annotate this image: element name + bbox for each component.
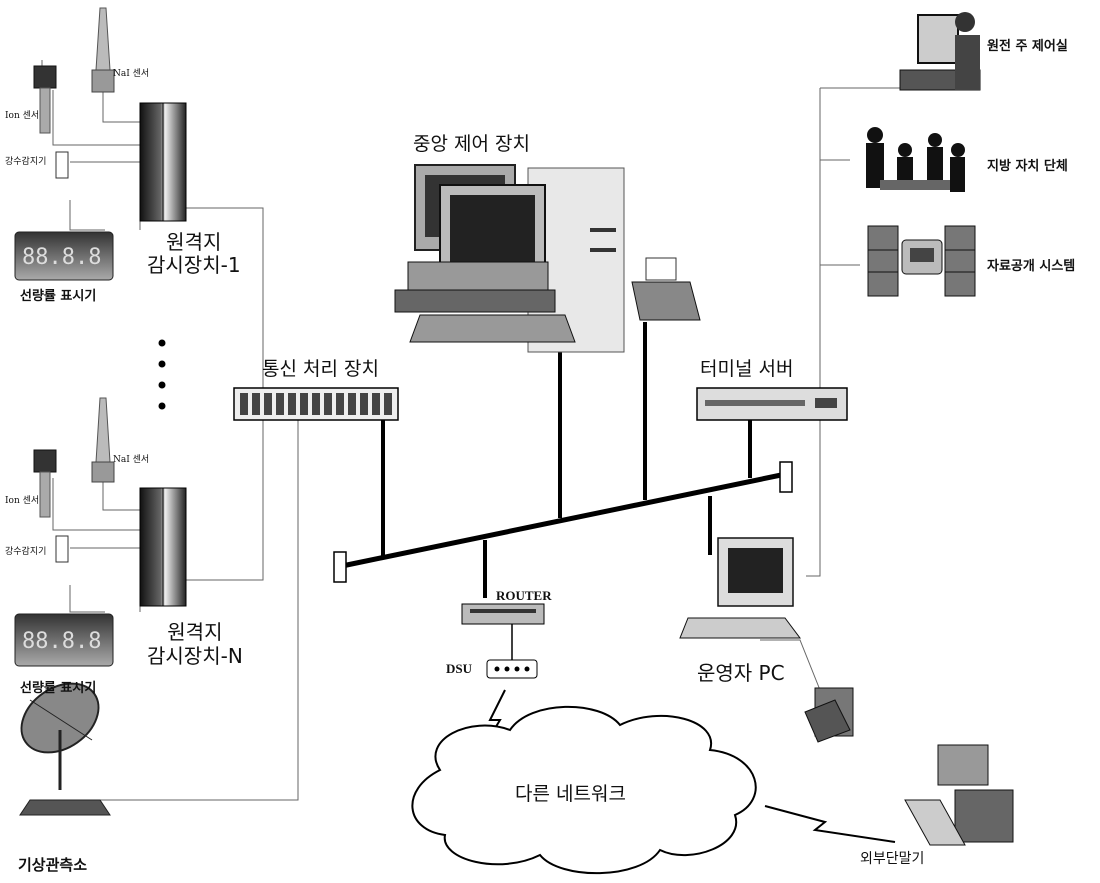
svg-text:88.8.8: 88.8.8	[22, 629, 101, 654]
dose-display-label-1: 선량률 표시기	[20, 290, 96, 303]
local-government-label: 지방 자치 단체	[987, 160, 1068, 173]
external-terminal-label: 외부단말기	[860, 852, 924, 866]
terminal-server-graphic	[697, 388, 847, 420]
data-disclosure-graphic	[868, 226, 975, 296]
router-label: ROUTER	[496, 589, 552, 602]
other-network-label: 다른 네트워크	[515, 785, 626, 804]
svg-text:88.8.8: 88.8.8	[22, 245, 101, 270]
plant-control-room-graphic	[900, 12, 980, 90]
link-right-bus	[806, 88, 820, 576]
ion-sensor-label-1: Ion 센서	[5, 112, 39, 121]
local-government-graphic	[855, 125, 973, 203]
ellipsis-dots	[159, 340, 166, 410]
remote-n-line2: 감시장치-N	[147, 644, 243, 668]
central-control-label: 중앙 제어 장치	[413, 135, 530, 154]
remote-1-line1: 원격지	[147, 231, 241, 254]
dose-display-label-n: 선량률 표시기	[20, 682, 96, 695]
remote-station-1-label: 원격지 감시장치-1	[147, 231, 241, 277]
terminal-server-label: 터미널 서버	[700, 360, 793, 379]
comm-processor-label: 통신 처리 장치	[262, 360, 379, 379]
rain-sensor-label-1: 강수감지기	[5, 158, 46, 167]
left-terminator	[334, 552, 346, 582]
remote-n-line1: 원격지	[147, 620, 243, 644]
plant-control-room-label: 원전 주 제어실	[987, 40, 1068, 53]
external-terminal-graphic	[905, 745, 1013, 845]
rain-sensor-label-n: 강수감지기	[5, 548, 46, 557]
link-weather-comm	[95, 420, 298, 800]
dsu-label: DSU	[446, 662, 472, 675]
ion-sensor-label-n: Ion 센서	[5, 497, 39, 506]
nai-sensor-label-n: NaI 센서	[113, 456, 149, 465]
weather-station-label: 기상관측소	[18, 858, 87, 873]
nai-sensor-label-1: NaI 센서	[113, 70, 149, 79]
remote-1-line2: 감시장치-1	[147, 254, 241, 277]
comm-processor-graphic	[234, 388, 398, 420]
central-control-graphic	[395, 165, 700, 352]
right-terminator	[780, 462, 792, 492]
link-remoteN-comm	[185, 420, 263, 580]
remote-station-n-label: 원격지 감시장치-N	[147, 620, 243, 668]
data-disclosure-label: 자료공개 시스템	[987, 260, 1075, 273]
operator-pc-label: 운영자 PC	[697, 663, 785, 683]
